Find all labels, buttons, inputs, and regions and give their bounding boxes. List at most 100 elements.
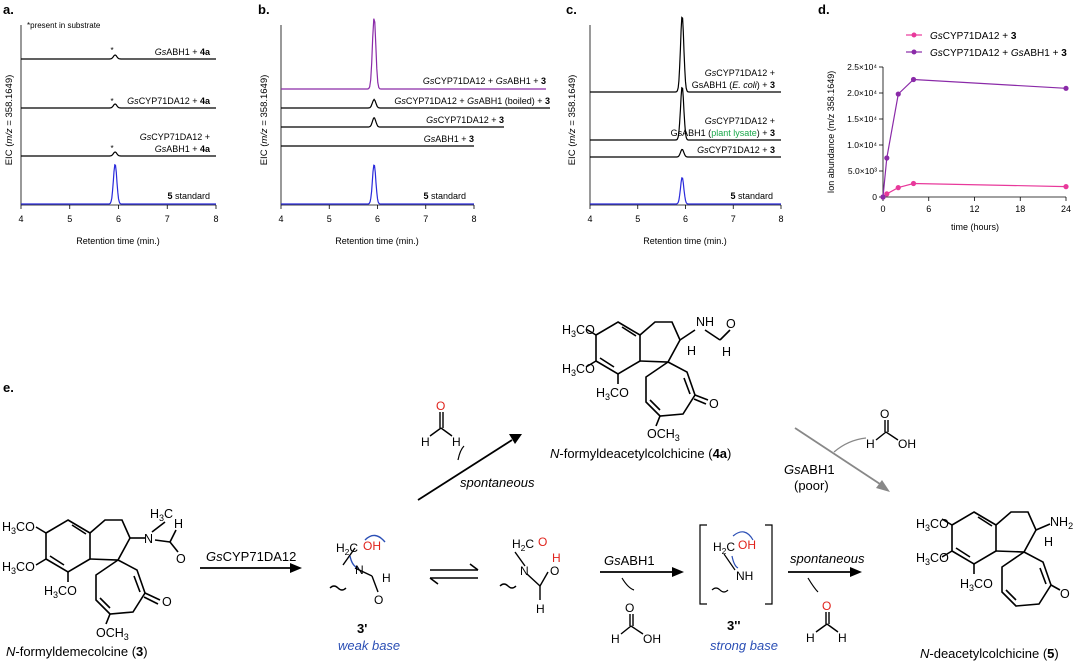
cmpd3-h3co-3: H3CO bbox=[44, 584, 77, 600]
d-ytick-label-5: 2.5×10⁴ bbox=[847, 62, 877, 72]
xtick-label-a-1: 5 bbox=[67, 214, 72, 224]
cmpd5-ring-a bbox=[951, 511, 997, 565]
fa2-h: H bbox=[866, 437, 875, 451]
trace-c-0 bbox=[590, 16, 781, 93]
cmpd4a-h1: H bbox=[687, 344, 696, 358]
intermediate-3prime bbox=[329, 534, 386, 593]
panel-a-star-1: * bbox=[110, 46, 113, 55]
trace-a-2 bbox=[21, 151, 216, 157]
cmpd4a-h3co-3: H3CO bbox=[596, 386, 629, 402]
cmpd3-h3co-1: H3CO bbox=[2, 520, 35, 536]
panel-b-trace-label-4: GsABH1 + 3 bbox=[424, 134, 474, 144]
int-m-o2: O bbox=[550, 564, 559, 578]
trace-a-0 bbox=[21, 54, 216, 60]
xtick-label-b-3: 7 bbox=[423, 214, 428, 224]
panel-d-series bbox=[880, 76, 1069, 200]
fa1-o: O bbox=[436, 399, 445, 413]
xtick-label-a-2: 6 bbox=[116, 214, 121, 224]
panel-b-label: b. bbox=[258, 2, 270, 17]
cmpd3-nme bbox=[151, 521, 166, 533]
panel-b-traces bbox=[281, 18, 550, 205]
cmpd4a-h3co-1: H3CO bbox=[562, 323, 595, 339]
cmpd4a-nh: NH bbox=[696, 315, 714, 329]
panel-d-ylabel: Ion abundance (m/z 358.1649) bbox=[826, 71, 836, 194]
arrow-spontaneous-2-head bbox=[850, 567, 862, 577]
cmpd4a-nc bbox=[704, 329, 721, 341]
int2-h2c: H2C bbox=[713, 540, 735, 556]
int2-oh: OH bbox=[738, 538, 756, 552]
xtick-label-c-3: 7 bbox=[731, 214, 736, 224]
legend-marker-1 bbox=[911, 32, 917, 38]
spontaneous-label-2: spontaneous bbox=[790, 551, 865, 566]
cmpd4a-ring-a bbox=[595, 321, 641, 375]
int-m-bond2 bbox=[526, 573, 541, 587]
int-m-bond3 bbox=[539, 571, 549, 587]
fa2-oh: OH bbox=[898, 437, 916, 451]
int1-squiggle bbox=[329, 585, 347, 591]
fa4-h1: H bbox=[806, 631, 815, 645]
series-0-point-3 bbox=[910, 180, 917, 187]
int2-bond1 bbox=[723, 553, 736, 571]
enzyme-cyp-label: GsCYP71DA12 bbox=[206, 549, 296, 564]
d-ytick-label-4: 2.0×10⁴ bbox=[847, 88, 877, 98]
fa3-ch bbox=[620, 625, 632, 635]
cmpd4a-name: N-formyldeacetylcolchicine (4a) bbox=[550, 446, 731, 461]
d-ytick-label-0: 0 bbox=[872, 192, 877, 202]
int-m-bond1 bbox=[514, 551, 526, 567]
d-xtick-label-3: 18 bbox=[1015, 204, 1025, 214]
cmpd3-ome1 bbox=[35, 526, 47, 534]
xtick-label-a-0: 4 bbox=[18, 214, 23, 224]
d-ytick-label-1: 5.0×10³ bbox=[848, 166, 877, 176]
panel-b-trace-label-1: GsCYP71DA12 + GsABH1 + 3 bbox=[423, 76, 546, 86]
fa2-coh bbox=[885, 431, 899, 441]
cmpd3-ome4 bbox=[105, 613, 111, 625]
int-m-n: N bbox=[520, 564, 529, 578]
cmpd4a-bond2 bbox=[599, 357, 615, 368]
cmpd5-o: O bbox=[1060, 587, 1070, 601]
panel-d-xlabel: time (hours) bbox=[951, 222, 999, 232]
cmpd4a-och3: OCH3 bbox=[647, 427, 680, 443]
fa3-oh: OH bbox=[643, 632, 661, 646]
fa4-ch2 bbox=[826, 623, 839, 633]
panel-b-trace-label-5: 5 standard bbox=[423, 191, 466, 201]
xtick-label-c-4: 8 bbox=[778, 214, 783, 224]
fa1-h1: H bbox=[421, 435, 430, 449]
int1-h: H bbox=[382, 571, 391, 585]
cmpd4a-bond3 bbox=[649, 399, 661, 411]
cmpd4a-o2: O bbox=[726, 317, 736, 331]
formaldehyde-release-arrow-2 bbox=[807, 577, 819, 593]
panel-c-traces bbox=[590, 16, 781, 205]
trace-a-1 bbox=[21, 103, 216, 109]
cmpd3-carbonyl bbox=[144, 592, 161, 601]
cmpd5-carbonyl bbox=[1050, 584, 1061, 591]
panel-b-trace-label-3: GsCYP71DA12 + 3 bbox=[426, 115, 504, 125]
cmpd3-ring-c bbox=[95, 559, 146, 615]
int-m-h2c: H2C bbox=[512, 537, 534, 553]
cmpd5-h3co-1: H3CO bbox=[916, 517, 949, 533]
formic-release-arrow-2 bbox=[621, 577, 635, 591]
formaldehyde-1 bbox=[429, 412, 453, 437]
arrow-step1-head bbox=[290, 563, 302, 573]
panel-a-trace-label-3b: GsABH1 + 4a bbox=[155, 144, 211, 154]
cmpd4a-bond1 bbox=[621, 326, 637, 337]
cmpd4a-co bbox=[719, 329, 731, 341]
equilibrium-arrows bbox=[429, 563, 479, 585]
series-0-point-1 bbox=[884, 191, 890, 197]
enzyme-abh1: GsABH1 bbox=[604, 553, 655, 568]
eq-arrow-back-head bbox=[429, 577, 439, 585]
fa2-ch bbox=[875, 431, 887, 441]
int1-oh: OH bbox=[363, 539, 381, 553]
panel-b-ylabel: EIC (m/z = 358.1649) bbox=[259, 75, 270, 166]
int1-h2c: H2C bbox=[336, 541, 358, 557]
series-1-point-3 bbox=[910, 76, 917, 83]
compound-5-structure bbox=[941, 511, 1061, 607]
cmpd5-nh2: NH2 bbox=[1050, 515, 1073, 531]
series-line-1 bbox=[882, 78, 1067, 198]
xtick-label-b-0: 4 bbox=[278, 214, 283, 224]
cmpd5-bond1 bbox=[977, 516, 993, 527]
formaldehyde-release-arrow bbox=[457, 445, 465, 461]
